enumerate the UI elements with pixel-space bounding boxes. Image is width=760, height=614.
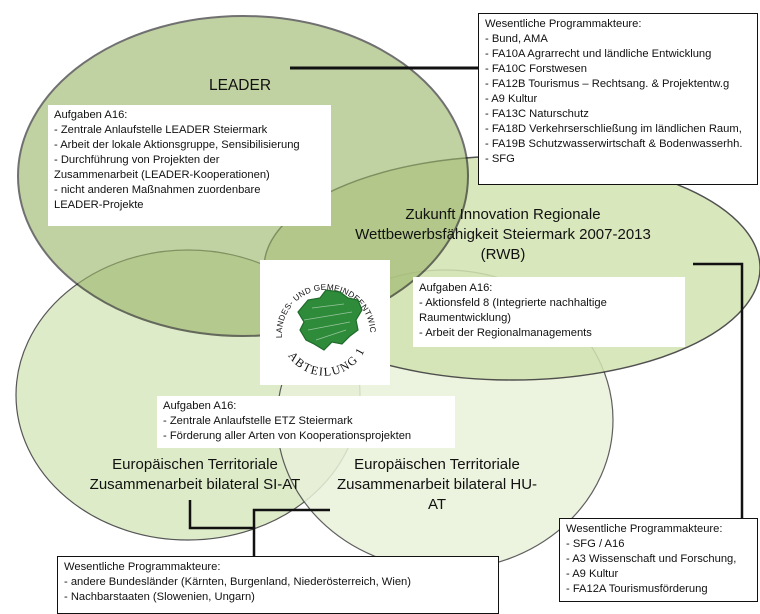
etz-task-line: - Förderung aller Arten von Kooperations… — [163, 430, 412, 442]
etz-hu-at-title-line-3: AT — [427, 496, 447, 513]
connector-si-at-actors — [188, 500, 256, 556]
etz-si-at-title-line-2: Zusammenarbeit bilateral SI-AT — [89, 476, 301, 493]
actors-bottom-item: - Nachbarstaaten (Slowenien, Ungarn) — [64, 591, 255, 603]
actors-top-box: Wesentliche Programmakteure: - Bund, AMA… — [478, 13, 758, 185]
actors-top-item: - Bund, AMA — [485, 33, 548, 45]
connector-hu-at-actors — [252, 508, 330, 528]
actors-right-heading: Wesentliche Programmakteure: — [566, 523, 723, 535]
abteilung-16-logo: LANDES- UND GEMEINDEENTWICKLUNG ABTEILUN… — [256, 249, 390, 385]
leader-tasks-box: Aufgaben A16: - Zentrale Anlaufstelle LE… — [48, 105, 331, 226]
actors-right-item: - A9 Kultur — [566, 568, 619, 580]
rwb-task-line: - Aktionsfeld 8 (Integrierte nachhaltige — [419, 297, 607, 309]
rwb-title-line-3: (RWB) — [480, 246, 526, 263]
logo-graphic: LANDES- UND GEMEINDEENTWICKLUNG ABTEILUN… — [256, 249, 377, 379]
leader-task-line: Zusammenarbeit (LEADER-Kooperationen) — [54, 169, 270, 181]
leader-task-line: - Zentrale Anlaufstelle LEADER Steiermar… — [54, 124, 268, 136]
etz-si-at-title: Europäischen Territoriale Zusammenarbeit… — [70, 455, 320, 495]
actors-top-item: - FA10C Forstwesen — [485, 63, 587, 75]
actors-right-box: Wesentliche Programmakteure: - SFG / A16… — [559, 518, 758, 602]
actors-top-item: - FA12B Tourismus – Rechtsang. & Projekt… — [485, 78, 730, 90]
actors-top-item: - FA10A Agrarrecht und ländliche Entwick… — [485, 48, 712, 60]
rwb-task-line: Raumentwicklung) — [419, 312, 512, 324]
etz-hu-at-title-line-2: Zusammenarbeit bilateral HU- — [336, 476, 538, 493]
actors-top-item: - FA18D Verkehrserschließung im ländlich… — [485, 123, 742, 135]
rwb-task-line: - Arbeit der Regionalmanagements — [419, 327, 592, 339]
actors-bottom-box: Wesentliche Programmakteure: - andere Bu… — [57, 556, 499, 614]
rwb-tasks-box: Aufgaben A16: - Aktionsfeld 8 (Integrier… — [413, 277, 685, 347]
connector-rwb-actors — [693, 262, 744, 518]
etz-task-line: - Zentrale Anlaufstelle ETZ Steiermark — [163, 415, 353, 427]
actors-right-item: - FA12A Tourismusförderung — [566, 583, 708, 595]
actors-top-item: - FA13C Naturschutz — [485, 108, 589, 120]
actors-top-heading: Wesentliche Programmakteure: — [485, 18, 642, 30]
actors-right-item: - SFG / A16 — [566, 538, 625, 550]
rwb-title-line-1: Zukunft Innovation Regionale — [405, 206, 601, 223]
actors-top-item: - FA19B Schutzwasserwirtschaft & Bodenwa… — [485, 138, 743, 150]
actors-top-item: - A9 Kultur — [485, 93, 538, 105]
leader-task-line: - Durchführung von Projekten der — [54, 154, 220, 166]
leader-tasks-heading: Aufgaben A16: — [54, 109, 128, 121]
styria-map-icon — [297, 289, 363, 351]
actors-bottom-heading: Wesentliche Programmakteure: — [64, 561, 221, 573]
rwb-tasks-heading: Aufgaben A16: — [419, 282, 493, 294]
actors-right-item: - A3 Wissenschaft und Forschung, — [566, 553, 737, 565]
rwb-title: Zukunft Innovation Regionale Wettbewerbs… — [318, 205, 688, 265]
leader-task-line: LEADER-Projekte — [54, 199, 144, 211]
etz-tasks-heading: Aufgaben A16: — [163, 400, 237, 412]
actors-top-item: - SFG — [485, 153, 515, 165]
etz-hu-at-title-line-1: Europäischen Territoriale — [354, 456, 520, 473]
actors-bottom-item: - andere Bundesländer (Kärnten, Burgenla… — [64, 576, 412, 588]
etz-tasks-box: Aufgaben A16: - Zentrale Anlaufstelle ET… — [157, 396, 455, 448]
etz-si-at-title-line-1: Europäischen Territoriale — [112, 456, 278, 473]
rwb-title-line-2: Wettbewerbsfähigkeit Steiermark 2007-201… — [355, 226, 651, 243]
etz-hu-at-title: Europäischen Territoriale Zusammenarbeit… — [322, 455, 552, 515]
leader-task-line: - nicht anderen Maßnahmen zuordenbare — [54, 184, 261, 196]
leader-title: LEADER — [208, 77, 272, 94]
leader-task-line: - Arbeit der lokale Aktionsgruppe, Sensi… — [54, 139, 300, 151]
